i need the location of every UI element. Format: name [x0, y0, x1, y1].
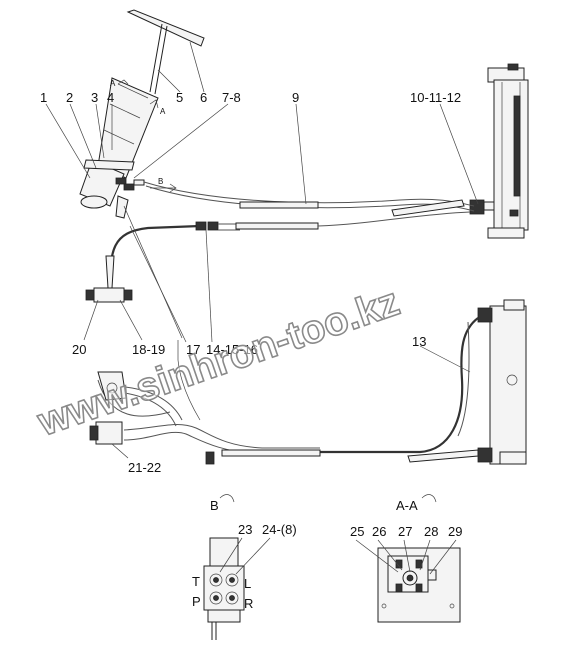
section-mark-a-upper: A: [110, 79, 116, 88]
view-b-valve-body: [203, 565, 245, 611]
right-cylinder-assembly: [469, 63, 529, 239]
callout-9: 9: [292, 90, 299, 105]
valve-21-22: [89, 371, 127, 445]
hose-14-15-16: [108, 224, 201, 291]
valve-fitting: [115, 177, 127, 185]
port-label-p: P: [192, 594, 201, 609]
callout-14-15-16: 14-15-16: [206, 342, 258, 357]
port-label-l: L: [244, 576, 251, 591]
section-markers: A A B: [110, 79, 177, 193]
callout-21-22: 21-22: [128, 460, 161, 475]
hose-13: [300, 317, 479, 454]
lever-rod: [149, 23, 168, 95]
port-label-r: R: [244, 596, 253, 611]
port-p: [209, 591, 223, 605]
bracket-plate: [489, 305, 527, 465]
leader-lines: [45, 41, 479, 459]
lower-right-bracket: [477, 299, 527, 465]
callout-3: 3: [91, 90, 98, 105]
control-lever-assembly: [79, 9, 205, 219]
mount-flange: [83, 159, 135, 171]
view-b-title: B: [210, 498, 219, 513]
cylinder-body: [493, 79, 529, 231]
lower-bracket: [115, 195, 129, 219]
callout-18-19: 18-19: [132, 342, 165, 357]
callout-17: 17: [186, 342, 200, 357]
callout-1: 1: [40, 90, 47, 105]
section-mark-b: B: [158, 177, 163, 186]
callout-13: 13: [412, 334, 426, 349]
view-b-detail: B 23 24-(8) T P L R: [192, 494, 297, 640]
port-t: [209, 573, 223, 587]
valve-block-18-20: [85, 255, 133, 303]
callout-5: 5: [176, 90, 183, 105]
callout-4: 4: [107, 90, 114, 105]
port-label-t: T: [192, 574, 200, 589]
callout-29: 29: [448, 524, 462, 539]
valve-block: [93, 287, 125, 303]
callout-24-8: 24-(8): [262, 522, 297, 537]
callout-6: 6: [200, 90, 207, 105]
callout-26: 26: [372, 524, 386, 539]
callout-27: 27: [398, 524, 412, 539]
watermark: www.sinhron-too.kz: [32, 280, 405, 445]
cylinder-mount-bottom: [487, 227, 525, 239]
callout-23: 23: [238, 522, 252, 537]
port-l: [225, 573, 239, 587]
callout-28: 28: [424, 524, 438, 539]
callout-numbers: 1 2 3 4 5 6 7-8 9 10-11-12 13 20 18-19 1…: [40, 90, 461, 475]
callout-10-11-12: 10-11-12: [410, 90, 461, 105]
callout-2: 2: [66, 90, 73, 105]
callout-7-8: 7-8: [222, 90, 241, 105]
port-r: [225, 591, 239, 605]
section-mark-a-lower: A: [160, 107, 166, 116]
callout-25: 25: [350, 524, 364, 539]
callout-20: 20: [72, 342, 86, 357]
view-aa-title: A-A: [396, 498, 418, 513]
lever-handle: [126, 9, 205, 47]
view-aa-detail: A-A 25 26 27 28 29: [350, 494, 462, 623]
hose-lines: [97, 181, 479, 465]
housing-bottom: [80, 195, 108, 209]
